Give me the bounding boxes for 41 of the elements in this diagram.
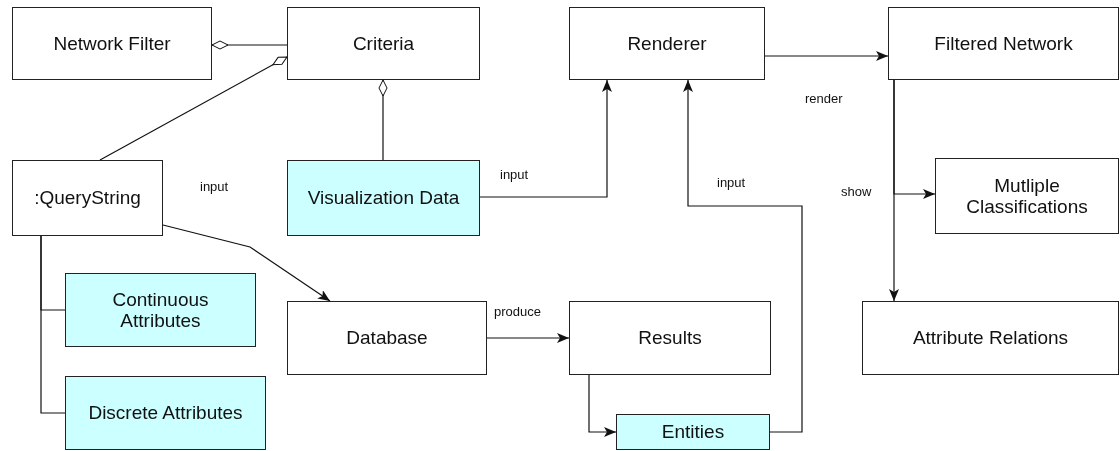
node-label: Network Filter	[53, 32, 171, 55]
arrow	[479, 79, 612, 198]
node-label: Discrete Attributes	[88, 402, 243, 424]
node-label: Filtered Network	[934, 32, 1073, 55]
node-label: Mutliple Classifications	[965, 174, 1089, 218]
edge-label: input	[199, 180, 230, 195]
node-label: Database	[346, 327, 428, 349]
node-label: Results	[638, 327, 702, 349]
data-box	[65, 376, 266, 450]
class-box	[569, 301, 771, 375]
arrow	[889, 79, 899, 302]
class-box	[935, 158, 1119, 234]
edge-label: input	[716, 176, 747, 191]
aggregation-line	[378, 79, 388, 161]
class-box	[569, 7, 765, 80]
class-box	[12, 7, 212, 80]
class-box	[888, 7, 1119, 80]
arrow	[486, 333, 570, 343]
class-box	[862, 301, 1119, 375]
edge-label: produce	[493, 305, 542, 320]
aggregation-line	[211, 40, 288, 50]
arrow	[588, 374, 617, 437]
connector-line	[40, 235, 66, 414]
data-box	[616, 414, 770, 450]
class-box	[12, 160, 163, 236]
data-box	[287, 160, 480, 236]
class-box	[287, 7, 480, 80]
node-label: Attribute Relations	[912, 327, 1069, 349]
edge-label: input	[499, 168, 530, 183]
node-label: Renderer	[627, 32, 707, 55]
node-label: :QueryString	[34, 187, 141, 209]
arrow	[162, 224, 331, 302]
node-label: Continuous Attributes	[111, 288, 210, 332]
node-label: Entities	[661, 421, 725, 443]
node-label: Visualization Data	[307, 187, 460, 209]
arrow	[683, 79, 803, 433]
arrow	[764, 51, 889, 61]
aggregation-line	[99, 56, 288, 161]
node-label: Criteria	[352, 32, 415, 55]
class-box	[287, 301, 487, 375]
data-box	[65, 273, 256, 347]
